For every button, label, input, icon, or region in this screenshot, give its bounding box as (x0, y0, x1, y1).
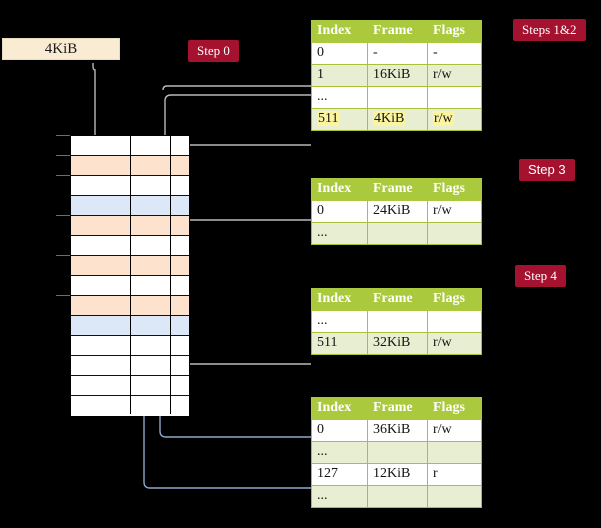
table-row: ... (311, 310, 482, 333)
table-cell: 0 (311, 200, 368, 223)
table-cell (427, 485, 482, 508)
table-header-cell-flags: Flags (427, 288, 482, 311)
highlighted-value: 511 (317, 111, 340, 126)
table-cell: ... (311, 86, 368, 109)
table-cell: 24KiB (367, 200, 428, 223)
table-header-cell-frame: Frame (367, 20, 428, 43)
table-cell: 511 (311, 108, 368, 131)
table-cell (427, 310, 482, 333)
table-header-cell-frame: Frame (367, 397, 428, 420)
table-cell: r/w (427, 200, 482, 223)
table-row: ... (311, 222, 482, 245)
table-cell: ... (311, 222, 368, 245)
table-row: ... (311, 441, 482, 464)
table-header-cell-index: Index (311, 20, 368, 43)
table-header-cell-frame: Frame (367, 288, 428, 311)
table-cell (367, 441, 428, 464)
table-cell: ... (311, 310, 368, 333)
table-cell (427, 222, 482, 245)
source-page-label: 4KiB (44, 40, 78, 57)
table-cell (427, 86, 482, 109)
table-cell: 127 (311, 463, 368, 486)
table-cell: r/w (427, 108, 482, 131)
table-header-cell-index: Index (311, 288, 368, 311)
highlighted-value: 4KiB (373, 111, 406, 126)
table-cell: ... (311, 485, 368, 508)
table-row: 0-- (311, 42, 482, 65)
memory-tick (56, 175, 70, 176)
table-header-cell-flags: Flags (427, 178, 482, 201)
table-cell: r/w (427, 332, 482, 355)
table-header-cell-frame: Frame (367, 178, 428, 201)
table-row: ... (311, 485, 482, 508)
badge-step-3: Step 3 (519, 159, 575, 181)
table-header-cell-index: Index (311, 178, 368, 201)
table-cell: 0 (311, 419, 368, 442)
table-row: 511 4KiB r/w (311, 108, 482, 131)
memory-tick (56, 155, 70, 156)
memory-tick (56, 255, 70, 256)
source-page-box: 4KiB (2, 38, 120, 60)
table-header-cell-flags: Flags (427, 397, 482, 420)
table-cell (367, 310, 428, 333)
table-cell (367, 485, 428, 508)
table-cell: ... (311, 441, 368, 464)
table-cell (367, 86, 428, 109)
table-cell: r/w (427, 419, 482, 442)
table-cell (367, 222, 428, 245)
table-cell (427, 441, 482, 464)
table-cell: 4KiB (367, 108, 428, 131)
memory-tick (56, 135, 70, 136)
table-cell: 32KiB (367, 332, 428, 355)
table-cell: - (427, 42, 482, 65)
memory-column-divider (130, 136, 131, 414)
badge-step-4: Step 4 (515, 265, 566, 287)
table-cell: 36KiB (367, 419, 428, 442)
table-cell: 1 (311, 64, 368, 87)
badge-steps-1-2: Steps 1&2 (513, 19, 586, 41)
table-cell: r/w (427, 64, 482, 87)
table-row: ... (311, 86, 482, 109)
table-cell: 0 (311, 42, 368, 65)
memory-column-divider (170, 136, 171, 414)
table-header-cell-index: Index (311, 397, 368, 420)
table-header-cell-flags: Flags (427, 20, 482, 43)
highlighted-value: r/w (433, 111, 454, 126)
table-cell: 12KiB (367, 463, 428, 486)
table-cell: - (367, 42, 428, 65)
memory-tick (56, 295, 70, 296)
table-cell: 511 (311, 332, 368, 355)
table-cell: r (427, 463, 482, 486)
table-cell: 16KiB (367, 64, 428, 87)
memory-tick (56, 215, 70, 216)
badge-step-0: Step 0 (188, 40, 239, 62)
